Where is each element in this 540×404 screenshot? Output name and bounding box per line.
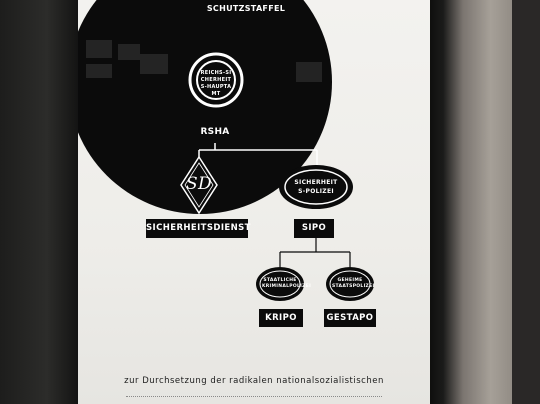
kripo-box: KRIPO: [259, 309, 303, 327]
rsha-emblem-inner-ring: [196, 60, 236, 100]
schutzstaffel-label: SCHUTZSTAFFEL: [206, 4, 286, 13]
sipo-box: SIPO: [294, 219, 334, 238]
rsha-emblem-text: REICHS-SICHERHEITS-HAUPTAMT: [200, 70, 232, 97]
kripo-emblem: [256, 267, 304, 301]
sd-diamond-inner: [184, 162, 214, 208]
display-frame-right: [430, 0, 540, 404]
gestapo-emblem-ring: [329, 270, 371, 298]
sicherheitsdienst-box: SICHERHEITSDIENST: [146, 219, 250, 238]
sd-diamond: [180, 155, 218, 215]
rsha-emblem-outer-ring: [188, 52, 244, 108]
gestapo-emblem: [326, 267, 374, 301]
gestapo-emblem-text: GEHEIME STAATSPOLIZEI: [332, 278, 375, 289]
organization-diagram: [78, 0, 374, 301]
caption-divider: [126, 396, 382, 397]
sipo-emblem-ring: [284, 169, 348, 205]
rsha-connectors: [198, 143, 318, 165]
caption-text: zur Durchsetzung der radikalen nationals…: [124, 376, 384, 386]
kripo-emblem-ring: [259, 270, 301, 298]
gestapo-box: GESTAPO: [324, 309, 376, 327]
sd-emblem-text: SD: [186, 174, 212, 194]
sipo-connectors: [279, 236, 351, 267]
info-panel: SCHUTZSTAFFEL REICHS-SICHERHEITS-HAUPTAM…: [78, 0, 430, 404]
rsha-label: RSHA: [200, 127, 230, 137]
ss-circle: [78, 0, 332, 214]
sipo-emblem: [279, 165, 353, 209]
kripo-emblem-text: STAATLICHE KRIMINALPOLIZEI: [262, 278, 312, 289]
sipo-emblem-text: SICHERHEITS-POLIZEI: [294, 179, 338, 195]
window-reflection: [86, 40, 322, 82]
display-frame-left: [0, 0, 78, 404]
